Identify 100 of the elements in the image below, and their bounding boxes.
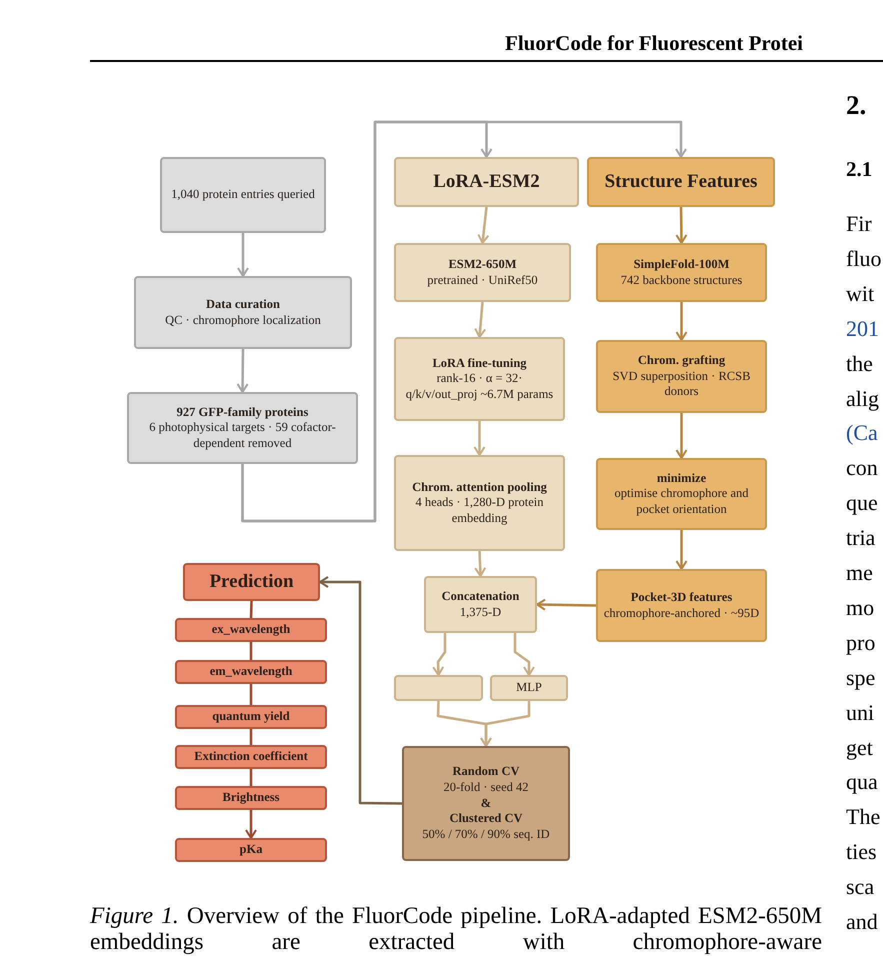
body-text-fragment: con xyxy=(846,454,878,482)
box-heading: Pocket-3D features xyxy=(630,590,732,606)
target-box xyxy=(175,838,327,862)
process-box xyxy=(394,243,571,302)
body-text-fragment: the xyxy=(846,350,873,378)
box-text: Brightness xyxy=(222,790,280,806)
arrow xyxy=(432,633,446,676)
box-heading: 927 GFP-family proteins xyxy=(176,404,308,420)
body-text-fragment: wit xyxy=(846,280,874,308)
validation-box xyxy=(402,746,570,861)
box-text: optimise chromophore and pocket orientation xyxy=(614,486,750,518)
target-box xyxy=(175,660,327,684)
arrow xyxy=(676,413,688,459)
arrow xyxy=(319,576,402,805)
body-text-fragment: tria xyxy=(846,524,876,552)
box-text: pretrained · UniRef50 xyxy=(427,272,538,288)
box-text: ex_wavelength xyxy=(212,622,290,638)
body-text-fragment: spe xyxy=(846,664,876,692)
body-text-fragment: qua xyxy=(846,768,878,796)
arrow xyxy=(676,302,688,341)
process-box xyxy=(596,243,767,302)
body-text-fragment: que xyxy=(846,489,878,518)
process-box xyxy=(394,455,565,551)
target-box xyxy=(175,745,327,769)
box-heading: Chrom. grafting xyxy=(638,353,726,369)
body-text-fragment: fluo xyxy=(846,244,882,273)
box-text: 50% / 70% / 90% seq. ID xyxy=(422,826,550,843)
box-text: em_wavelength xyxy=(210,664,292,680)
arrow xyxy=(245,810,257,839)
box-text: QC · chromophore localization xyxy=(165,312,321,328)
body-text-fragment: sca xyxy=(846,873,874,902)
box-text: chromophore-anchored · ~95D xyxy=(604,606,760,622)
box-text: 1,040 protein entries queried xyxy=(171,187,315,203)
body-text-fragment: 201 xyxy=(846,314,879,343)
box-heading: minimize xyxy=(656,470,706,486)
body-text-fragment: Fir xyxy=(846,210,872,238)
arrow xyxy=(480,701,530,747)
arrow xyxy=(675,206,688,244)
box-text: MLP xyxy=(516,680,542,696)
body-text-fragment: get xyxy=(846,734,873,762)
box-text: quantum yield xyxy=(212,709,290,725)
body-text-fragment: mo xyxy=(846,594,874,622)
box-heading: ESM2-650M xyxy=(448,256,517,272)
target-box xyxy=(175,786,327,810)
section-header-box xyxy=(394,157,579,207)
arrow xyxy=(477,206,490,244)
body-text-fragment: alig xyxy=(846,384,879,413)
box-text: 742 backbone structures xyxy=(620,272,742,288)
section-header-box xyxy=(587,157,775,207)
arrow xyxy=(514,633,535,676)
target-box xyxy=(175,618,327,642)
box-text: SVD superposition · RCSB donors xyxy=(612,368,752,400)
box-text: Clustered CV xyxy=(449,811,523,827)
body-text-fragment: (Ca xyxy=(846,419,878,448)
box-heading: SimpleFold-100M xyxy=(634,256,730,272)
arrow xyxy=(474,302,486,338)
process-box xyxy=(127,392,358,464)
figure-caption: Figure 1. Overview of the FluorCode pipeline. LoRA-adapted ESM2-650M embeddings are extracted with chromophore-aware xyxy=(90,904,822,956)
box-text: 6 photophysical targets · 59 cofactor-dependent removed xyxy=(148,420,337,452)
arrow xyxy=(241,120,687,522)
box-heading: Data curation xyxy=(206,296,280,312)
section-heading: 2. xyxy=(846,89,866,122)
subsection-heading: 2.1 xyxy=(846,156,872,183)
box-text: 20-fold · seed 42 xyxy=(443,780,529,796)
arrow xyxy=(236,348,249,393)
process-box xyxy=(596,458,767,530)
process-box xyxy=(394,337,565,421)
box-heading: LoRA fine-tuning xyxy=(432,356,527,372)
process-box xyxy=(490,675,568,701)
arrow xyxy=(474,421,486,456)
body-text-fragment: pro xyxy=(846,628,876,657)
target-box xyxy=(175,705,327,729)
box-text: 4 heads · 1,280-D protein embedding xyxy=(414,495,545,526)
box-text: Prediction xyxy=(209,570,294,594)
process-box xyxy=(134,276,352,349)
box-heading: Chrom. attention pooling xyxy=(412,480,547,496)
arrow xyxy=(536,598,596,611)
process-box xyxy=(160,157,326,233)
arrow xyxy=(676,530,688,570)
box-text: 1,375-D xyxy=(460,604,502,620)
running-head: FluorCode for Fluorescent Protei xyxy=(505,30,804,57)
process-box xyxy=(596,569,767,642)
body-text-fragment: ties xyxy=(846,838,877,866)
box-text: pKa xyxy=(240,842,262,858)
body-text-fragment: and xyxy=(846,908,878,936)
box-heading: Random CV xyxy=(452,764,520,780)
box-heading: Concatenation xyxy=(442,588,520,604)
box-text: rank-16 · α = 32· q/k/v/out_proj ~6.7M params xyxy=(404,371,554,402)
body-text-fragment: The xyxy=(846,803,880,832)
process-box xyxy=(596,340,767,413)
arrow xyxy=(474,550,486,577)
arrow xyxy=(237,233,249,277)
process-box xyxy=(424,576,537,633)
section-header-box xyxy=(183,563,320,601)
box-text: Structure Features xyxy=(604,170,758,194)
box-text: Extinction coefficient xyxy=(194,749,308,765)
box-text: & xyxy=(480,796,492,812)
box-text: LoRA-ESM2 xyxy=(433,170,540,194)
body-text-fragment: uni xyxy=(846,698,874,727)
body-text-fragment: me xyxy=(846,559,873,587)
